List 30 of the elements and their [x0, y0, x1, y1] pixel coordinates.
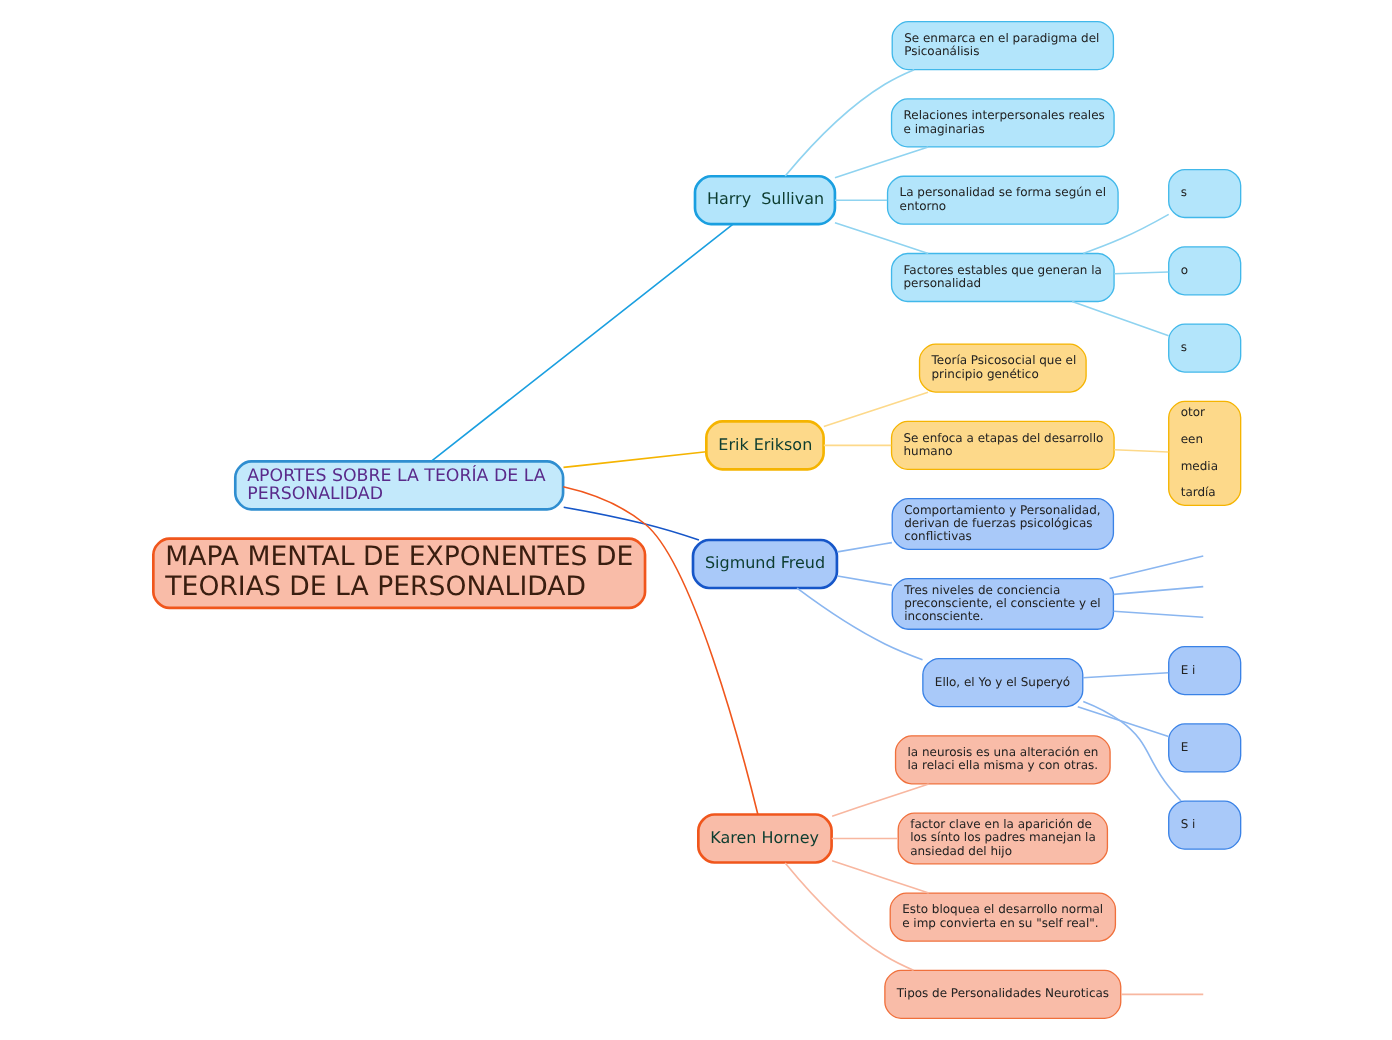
- connector: [1119, 993, 1204, 996]
- node-box: MAPA MENTAL DE EXPONENTES DE TEORIAS DE LA PERSONALIDAD: [151, 537, 646, 610]
- connector: [1081, 700, 1181, 802]
- connector: [1075, 705, 1169, 738]
- connector: [1111, 585, 1204, 596]
- connector: [1111, 610, 1204, 619]
- connector: [1107, 555, 1204, 580]
- connector: [561, 450, 707, 469]
- connector: [830, 837, 898, 840]
- connector: [833, 199, 887, 201]
- connector: [429, 223, 733, 462]
- connector: [833, 146, 928, 179]
- connector: [795, 587, 923, 661]
- connector: [1081, 213, 1169, 255]
- connector: [783, 68, 914, 177]
- connector: [1112, 271, 1169, 275]
- connector: [1112, 449, 1169, 453]
- connector: [835, 575, 892, 587]
- connector: [1070, 300, 1169, 337]
- connector: [822, 391, 928, 428]
- connector: [561, 506, 699, 541]
- node-box: APORTES SOBRE LA TEORÍA DE LA PERSONALIDAD: [232, 460, 564, 511]
- connector: [822, 444, 892, 447]
- connector: [830, 859, 929, 894]
- connector: [830, 783, 929, 817]
- connector: [561, 486, 758, 816]
- connector: [833, 221, 928, 255]
- connector: [835, 541, 892, 553]
- connector: [783, 862, 914, 971]
- connector: [1081, 671, 1169, 679]
